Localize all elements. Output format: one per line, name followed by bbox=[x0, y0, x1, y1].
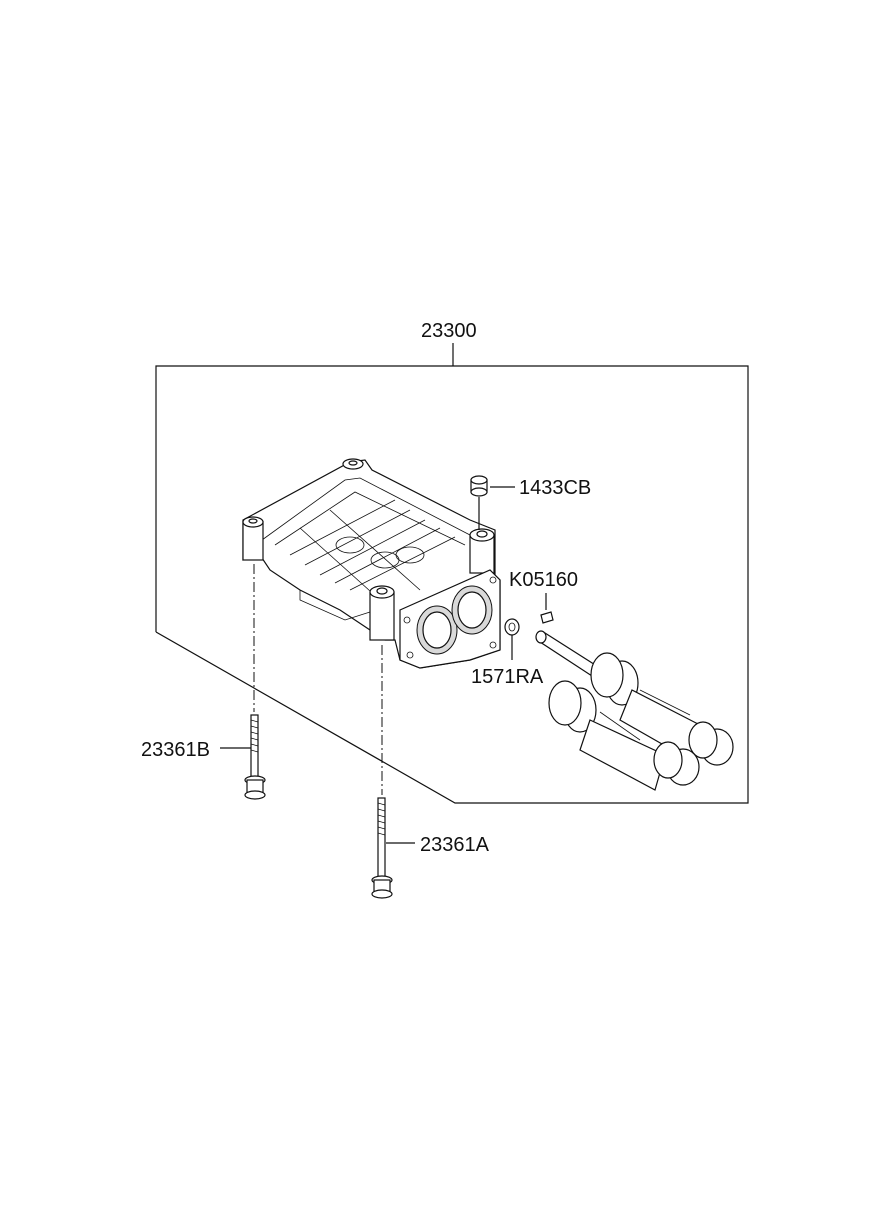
bolt-a-part bbox=[371, 645, 415, 899]
callout-sleeve: 1571RA bbox=[471, 666, 544, 688]
callout-bolt-b: 23361B bbox=[141, 739, 210, 761]
callout-assembly: 23300 bbox=[421, 320, 477, 342]
balance-shafts bbox=[535, 630, 734, 791]
bolt-b-part bbox=[220, 564, 266, 800]
balance-shaft-housing bbox=[242, 458, 501, 669]
sleeve-part bbox=[504, 618, 520, 660]
callout-key: K05160 bbox=[509, 569, 578, 591]
assembly-bracket bbox=[155, 343, 749, 804]
callout-plug: 1433CB bbox=[519, 477, 592, 499]
callout-bolt-a: 23361A bbox=[420, 834, 489, 856]
key-part bbox=[540, 593, 554, 624]
plug-part bbox=[470, 475, 515, 530]
